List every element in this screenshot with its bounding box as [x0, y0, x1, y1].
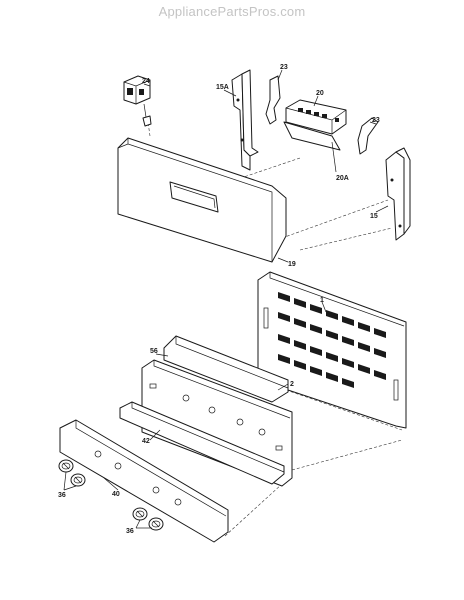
part-1-rear-panel[interactable] — [257, 271, 407, 429]
knob[interactable] — [58, 459, 74, 473]
callout-19: 19 — [288, 261, 296, 268]
callout-20a: 20A — [336, 175, 349, 182]
callout-36-right: 36 — [126, 528, 134, 535]
callout-36-left: 36 — [58, 492, 66, 499]
part-36-knobs-left[interactable] — [58, 459, 86, 487]
callout-20: 20 — [316, 90, 324, 97]
part-36-knobs-right[interactable] — [132, 507, 164, 531]
callout-23-upper: 23 — [280, 64, 288, 71]
part-19-backguard-panel[interactable] — [117, 137, 287, 263]
callout-24: 24 — [142, 78, 150, 85]
knob[interactable] — [148, 517, 164, 531]
part-23-clip-lower[interactable] — [357, 117, 379, 155]
assembly-guide-lines — [147, 121, 403, 537]
callout-labels: 24 15A 23 20 23 20A 15 19 1 56 2 42 36 4… — [58, 64, 380, 535]
rear-panel-vent-slots — [278, 292, 386, 388]
part-40-control-panel-front[interactable] — [59, 419, 229, 543]
part-42-lower-trim[interactable] — [119, 401, 285, 485]
site-watermark: AppliancePartsPros.com — [158, 4, 306, 19]
part-20-control-board[interactable] — [283, 99, 347, 151]
part-15-side-bracket[interactable] — [385, 147, 411, 241]
callout-40: 40 — [112, 491, 120, 498]
callout-15: 15 — [370, 213, 378, 220]
callout-15a: 15A — [216, 84, 229, 91]
knob[interactable] — [132, 507, 148, 521]
part-56-insulation[interactable] — [163, 335, 289, 403]
knob[interactable] — [70, 473, 86, 487]
part-15a-side-bracket[interactable] — [231, 69, 259, 171]
callout-1: 1 — [320, 297, 324, 304]
part-23-clip-upper[interactable] — [265, 75, 281, 125]
part-24-switch[interactable] — [123, 75, 152, 127]
callout-56: 56 — [150, 348, 158, 355]
callout-42: 42 — [142, 438, 150, 445]
callout-23-lower: 23 — [372, 117, 380, 124]
callout-2: 2 — [290, 381, 294, 388]
callout-leader-lines — [63, 69, 389, 529]
